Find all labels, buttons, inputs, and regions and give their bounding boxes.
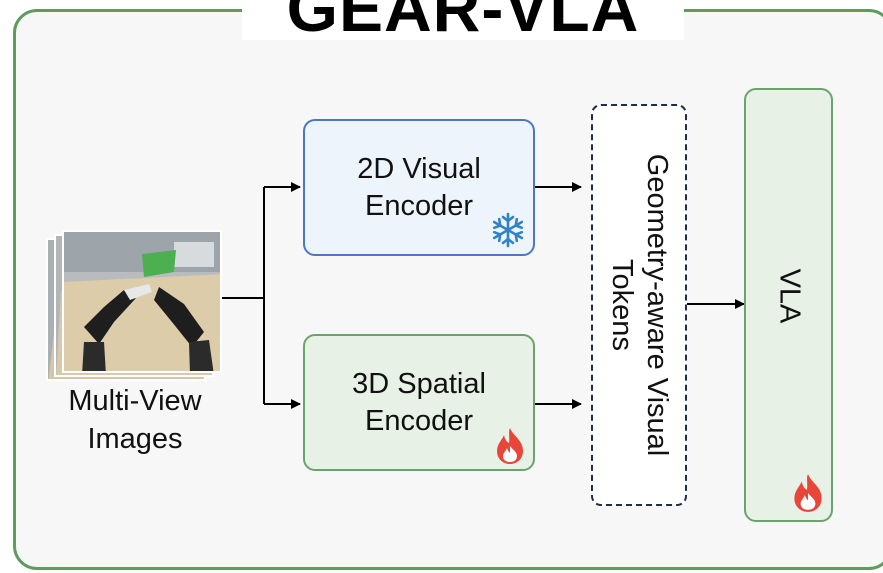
title-background bbox=[242, 0, 684, 40]
3d-encoder-label-line-2: Encoder bbox=[364, 404, 473, 437]
3d-spatial-encoder: 3D Spatial Encoder bbox=[303, 334, 535, 471]
snowflake-icon bbox=[492, 212, 524, 248]
3d-encoder-label-line-1: 3D Spatial bbox=[352, 367, 486, 400]
2d-encoder-label-line-2: Encoder bbox=[364, 189, 473, 222]
caption-line-2: Images bbox=[87, 423, 183, 455]
fire-icon bbox=[794, 474, 822, 512]
caption-line-1: Multi-View bbox=[68, 385, 202, 417]
tokens-label: Geometry-aware Visual Tokens bbox=[604, 154, 674, 456]
diagram-title: GEAR-VLA bbox=[286, 0, 640, 45]
fire-icon bbox=[497, 428, 523, 464]
vla-label: VLA bbox=[773, 268, 805, 324]
view-image-front bbox=[62, 230, 222, 373]
vla-block: VLA bbox=[744, 88, 833, 522]
geometry-aware-visual-tokens: Geometry-aware Visual Tokens bbox=[591, 104, 687, 506]
tokens-label-line-1: Geometry-aware Visual bbox=[641, 153, 673, 457]
2d-encoder-label-line-1: 2D Visual bbox=[357, 152, 481, 185]
multi-view-caption: Multi-View Images bbox=[40, 382, 230, 458]
2d-visual-encoder: 2D Visual Encoder bbox=[303, 119, 535, 256]
tokens-label-line-2: Tokens bbox=[606, 259, 638, 351]
